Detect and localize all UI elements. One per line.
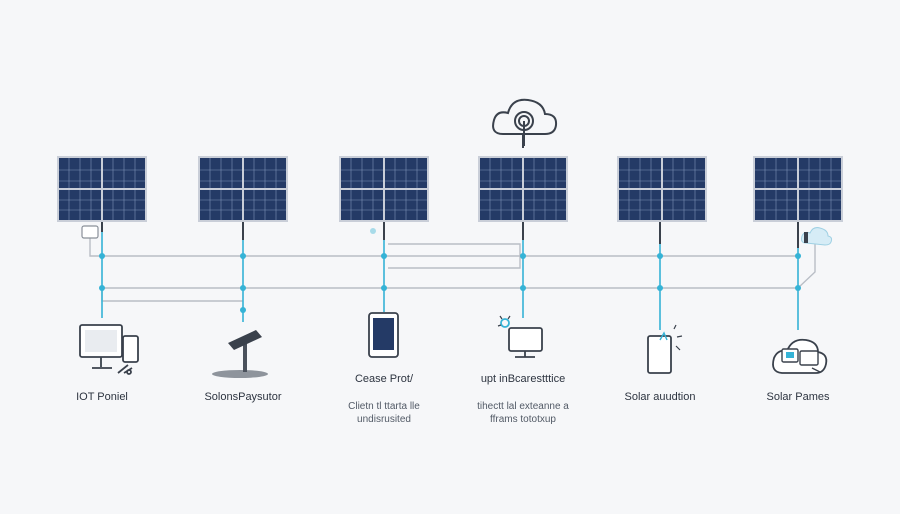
desktop-computer-icon: [79, 324, 139, 375]
label-upt-line2: tihectt lal exteanne a: [477, 401, 569, 412]
label-upt-line3: fframs tototxup: [490, 414, 556, 425]
label-solar-auudtion: Solar auudtion: [624, 391, 696, 403]
panel-4: [478, 156, 568, 222]
tablet-icon: [368, 312, 399, 358]
label-cease-prot-line2: Clietn tl ttarta lle: [348, 401, 420, 412]
pole-mount-panel-icon: [212, 330, 268, 378]
panel-3: [339, 156, 429, 222]
label-solar-pames: Solar Pames: [766, 391, 830, 403]
label-cease-prot: Cease Prot/ Clietn tl ttarta lle undisru…: [299, 373, 469, 426]
label-iot-poniel: IOT Poniel: [76, 391, 128, 403]
label-upt-inbcarestttice: upt inBcarestttice tihectt lal exteanne …: [438, 373, 608, 426]
panel-5: [617, 156, 707, 222]
cloud-broadcast-icon: [492, 98, 558, 146]
monitor-sensor-icon: [497, 315, 543, 358]
junction-box-icon: [81, 225, 99, 239]
panel-2: [198, 156, 288, 222]
wiring: [89, 236, 816, 302]
posts: [101, 134, 799, 330]
label-upt-title: upt inBcarestttice: [480, 373, 566, 385]
label-cease-prot-title: Cease Prot/: [354, 373, 414, 385]
junction-dots: [99, 228, 801, 313]
cloud-dashboard-icon: [772, 338, 828, 374]
label-solonspaysutor: SolonsPaysutor: [204, 391, 282, 403]
panel-6: [753, 156, 843, 222]
cloud-small-icon: [801, 227, 833, 246]
smart-meter-icon: [647, 324, 683, 374]
panel-1: [57, 156, 147, 222]
label-cease-prot-line3: undisrusited: [357, 414, 411, 425]
